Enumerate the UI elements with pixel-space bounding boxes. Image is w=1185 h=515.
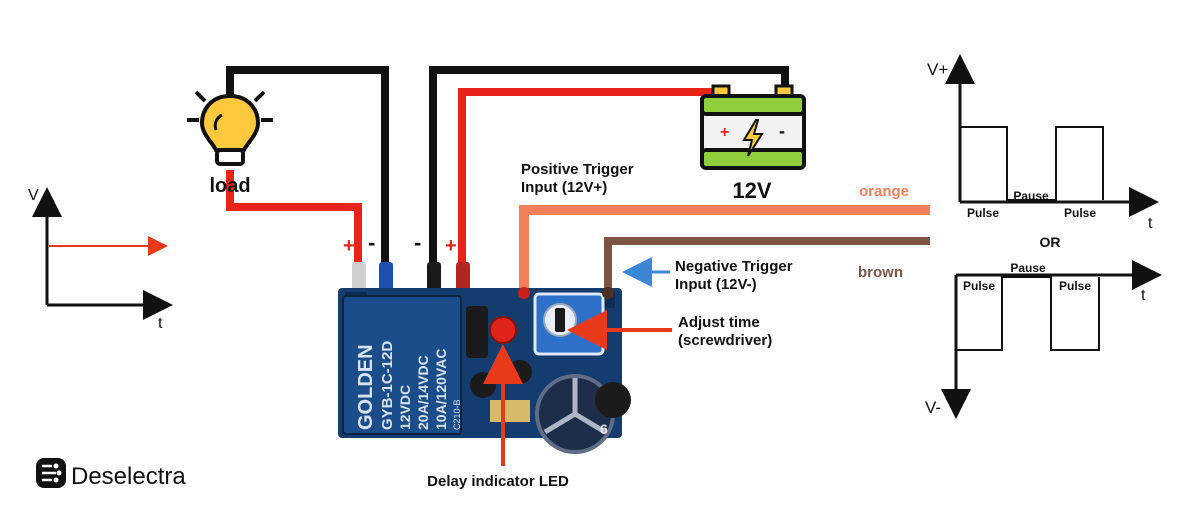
battery-minus: - xyxy=(779,121,785,141)
terminal-minus-2: - xyxy=(414,230,421,255)
relay-code: C210-B xyxy=(452,399,462,430)
relay-markings: GOLDEN GYB-1C-12D 12VDC 20A/14VDC 10A/12… xyxy=(355,341,462,430)
left-voltage-graph xyxy=(32,187,173,320)
top-graph-pause: Pause xyxy=(1013,189,1049,203)
load-label: load xyxy=(209,175,250,197)
bottom-graph-pulse-2: Pulse xyxy=(1059,279,1091,293)
logo-text: Deselectra xyxy=(71,463,186,490)
bottom-graph-x-label: t xyxy=(1141,287,1146,304)
battery-voltage-label: 12V xyxy=(732,178,771,203)
battery-icon xyxy=(700,84,806,170)
relay-model: GYB-1C-12D xyxy=(379,341,396,430)
top-graph-y-label: V+ xyxy=(927,60,948,79)
wire-red-load xyxy=(226,170,362,268)
battery-plus: + xyxy=(720,124,729,141)
bottom-graph-signal xyxy=(956,276,1100,351)
led-label: Delay indicator LED xyxy=(427,473,569,490)
relay-rating-2: 10A/120VAC xyxy=(433,349,449,430)
orange-wire-label: orange xyxy=(859,183,909,200)
right-bottom-graph xyxy=(941,260,1162,419)
left-graph-x-label: t xyxy=(158,315,163,332)
wire-red-battery xyxy=(458,88,722,268)
capacitor-mark: 6 xyxy=(600,421,608,437)
positive-trigger-label-2: Input (12V+) xyxy=(521,179,607,196)
relay-brand: GOLDEN xyxy=(355,344,377,430)
bottom-graph-y-label: V- xyxy=(925,398,941,417)
negative-trigger-label-2: Input (12V-) xyxy=(675,276,757,293)
negative-trigger-label-1: Negative Trigger xyxy=(675,258,793,275)
relay-voltage: 12VDC xyxy=(397,385,413,430)
wire-brown xyxy=(604,237,930,290)
terminal-plus-2: + xyxy=(445,235,457,257)
top-graph-pulse-2: Pulse xyxy=(1064,206,1096,220)
terminal-plus-1: + xyxy=(343,235,355,257)
top-graph-pulse-1: Pulse xyxy=(967,206,999,220)
terminal-minus-1: - xyxy=(368,230,375,255)
top-graph-x-label: t xyxy=(1148,215,1153,232)
positive-trigger-label-1: Positive Trigger xyxy=(521,161,634,178)
brown-wire-label: brown xyxy=(858,264,903,281)
or-label: OR xyxy=(1040,234,1061,250)
adjust-time-label-2: (screwdriver) xyxy=(678,332,772,349)
logo-icon xyxy=(36,458,66,488)
bottom-graph-pulse-1: Pulse xyxy=(963,279,995,293)
wire-orange xyxy=(519,205,930,290)
wire-black-battery xyxy=(429,66,789,268)
left-graph-y-label: V xyxy=(28,187,39,204)
bulb-icon xyxy=(187,79,273,166)
adjust-time-label-1: Adjust time xyxy=(678,314,760,331)
relay-rating-1: 20A/14VDC xyxy=(415,355,431,430)
bottom-graph-pause: Pause xyxy=(1010,261,1046,275)
top-graph-signal xyxy=(960,126,1104,201)
right-top-graph xyxy=(945,54,1159,217)
